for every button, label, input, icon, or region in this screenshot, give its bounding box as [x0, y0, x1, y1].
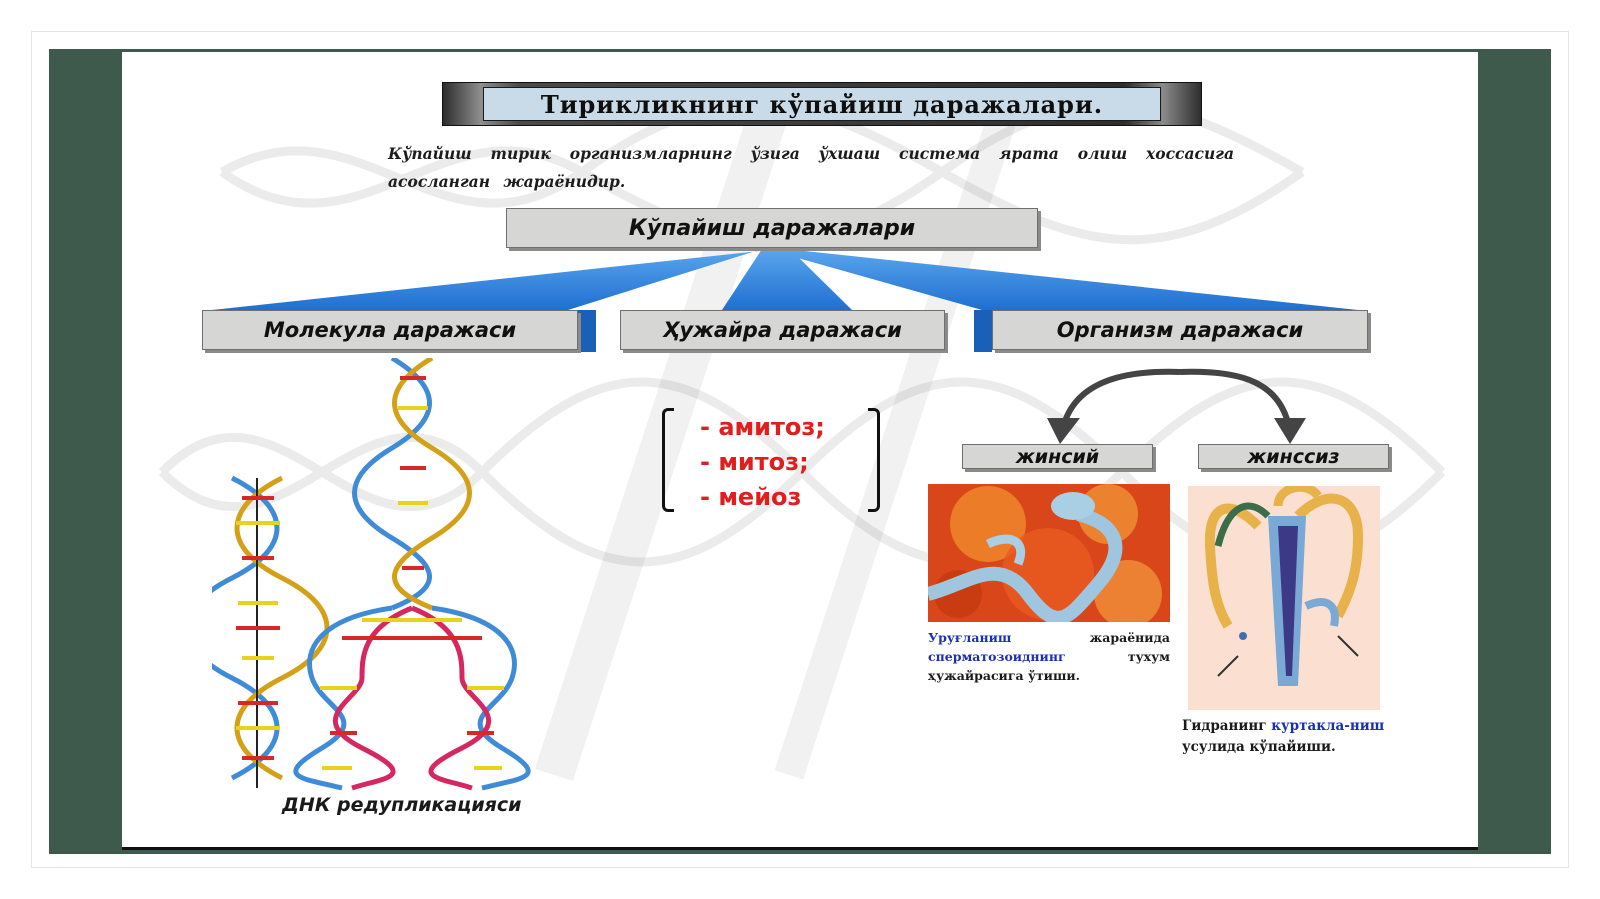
caption-term: куртакла-ниш: [1271, 718, 1385, 734]
definition-text: Кўпайиш тирик организмларнинг ўзига ўхша…: [388, 144, 1234, 191]
caption-term: Уруғланиш: [928, 630, 1012, 645]
division-item: - мейоз: [700, 483, 802, 511]
organism-level-box: Организм даражаси: [992, 310, 1368, 350]
caption-term: сперматозоиднинг: [928, 649, 1066, 664]
sexual-reproduction-box: жинсий: [962, 444, 1153, 469]
molecular-level-box: Молекула даражаси: [202, 310, 578, 350]
cell-division-list: - амитоз; - митоз; - мейоз: [662, 408, 880, 512]
bracket-left: [662, 408, 674, 512]
dna-caption: ДНК редупликацияси: [282, 794, 522, 816]
slide-title: Тирикликнинг кўпайиш даражалари.: [483, 87, 1161, 121]
asexual-reproduction-box: жинссиз: [1198, 444, 1389, 469]
cellular-level-box: Ҳужайра даражаси: [620, 310, 945, 350]
bracket-right: [868, 408, 880, 512]
dna-replication-illustration: [212, 358, 531, 791]
division-item: - амитоз;: [700, 413, 825, 441]
hydra-image: [1188, 486, 1380, 710]
hydra-caption: Гидранинг куртакла-ниш усулида кўпайиши.: [1182, 716, 1394, 758]
caption-text: усулида кўпайиши.: [1182, 739, 1336, 755]
caption-text: тухум ҳужайрасига ўтиши.: [928, 649, 1170, 683]
division-item: - митоз;: [700, 448, 809, 476]
title-bar: Тирикликнинг кўпайиш даражалари.: [442, 82, 1202, 126]
main-level-box: Кўпайиш даражалари: [506, 208, 1038, 248]
slide: Тирикликнинг кўпайиш даражалари. Кўпайиш…: [122, 52, 1478, 850]
fertilization-caption: Уруғланиш жараёнида сперматозоиднинг тух…: [928, 628, 1170, 685]
caption-text: Гидранинг: [1182, 718, 1272, 734]
caption-text: жараёнида: [1011, 630, 1170, 645]
fertilization-image: [928, 484, 1170, 622]
